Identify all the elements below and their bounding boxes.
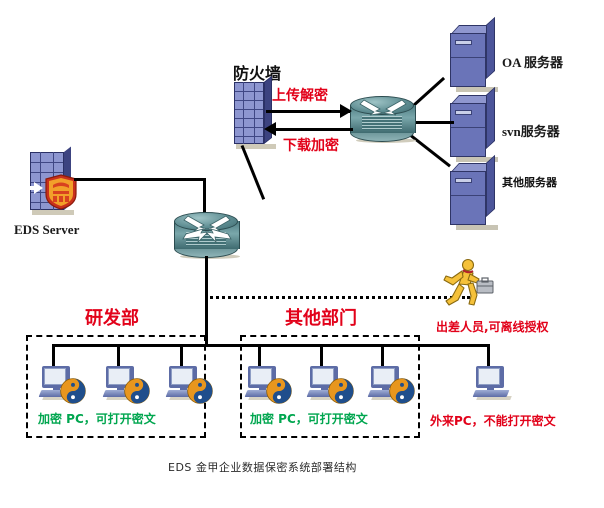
server-label-other: 其他服务器 [502, 176, 557, 189]
yinyang-icon [187, 378, 213, 404]
server-label-oa: OA 服务器 [502, 55, 564, 70]
pc-drop-3 [180, 344, 183, 366]
link-eds-vertical [203, 178, 206, 226]
shield-badge-icon [45, 174, 77, 210]
link-corerouter-bus [205, 256, 208, 346]
server-label-svn: svn服务器 [502, 124, 560, 139]
pc-drop-6 [381, 344, 384, 366]
running-person-briefcase-icon [443, 258, 494, 306]
traveler-note: 出差人员,可离线授权 [436, 320, 549, 334]
lan-bus-line [52, 344, 490, 347]
router-arrows-icon [359, 99, 407, 116]
external-pc-note: 外来PC，不能打开密文 [430, 414, 556, 428]
encrypted-pc-icon-3 [165, 366, 213, 404]
yinyang-icon [389, 378, 415, 404]
plain-pc-icon-external [472, 366, 514, 400]
pc-drop-external [487, 344, 490, 366]
flow-label-upload: 上传解密 [272, 88, 328, 104]
flow-arrow-download-head [264, 122, 276, 136]
firewall-label: 防火墙 [233, 64, 282, 83]
yinyang-icon [124, 378, 150, 404]
eds-server-label: EDS Server [14, 222, 80, 237]
flow-arrow-upload-shaft [266, 110, 350, 113]
offline-authorization-dotted-link [205, 296, 470, 299]
pc-drop-4 [258, 344, 261, 366]
encrypted-pc-icon-1 [38, 366, 86, 404]
pc-drop-1 [52, 344, 55, 366]
link-eds-horizontal [74, 178, 206, 181]
core-router-arrows-icon [182, 215, 232, 244]
flow-arrow-upload-head [340, 104, 352, 118]
department-title-other: 其他部门 [285, 308, 357, 329]
encrypted-pc-icon-4 [244, 366, 292, 404]
flow-arrow-download-shaft [275, 128, 353, 131]
flow-label-download: 下载加密 [283, 138, 339, 154]
yinyang-icon [266, 378, 292, 404]
link-firewall-corerouter [240, 144, 266, 200]
department-title-rd: 研发部 [85, 308, 139, 329]
encrypted-pc-icon-6 [367, 366, 415, 404]
encrypted-pc-icon-2 [102, 366, 150, 404]
pc-drop-2 [117, 344, 120, 366]
yinyang-icon [328, 378, 354, 404]
pc-drop-5 [320, 344, 323, 366]
link-edgerouter-svn [398, 121, 454, 124]
department-note-rd: 加密 PC，可打开密文 [38, 412, 156, 426]
encrypted-pc-icon-5 [306, 366, 354, 404]
department-box-other [240, 335, 420, 438]
department-note-other: 加密 PC，可打开密文 [250, 412, 368, 426]
diagram-caption: EDS 金甲企业数据保密系统部署结构 [168, 461, 357, 474]
yinyang-icon [60, 378, 86, 404]
